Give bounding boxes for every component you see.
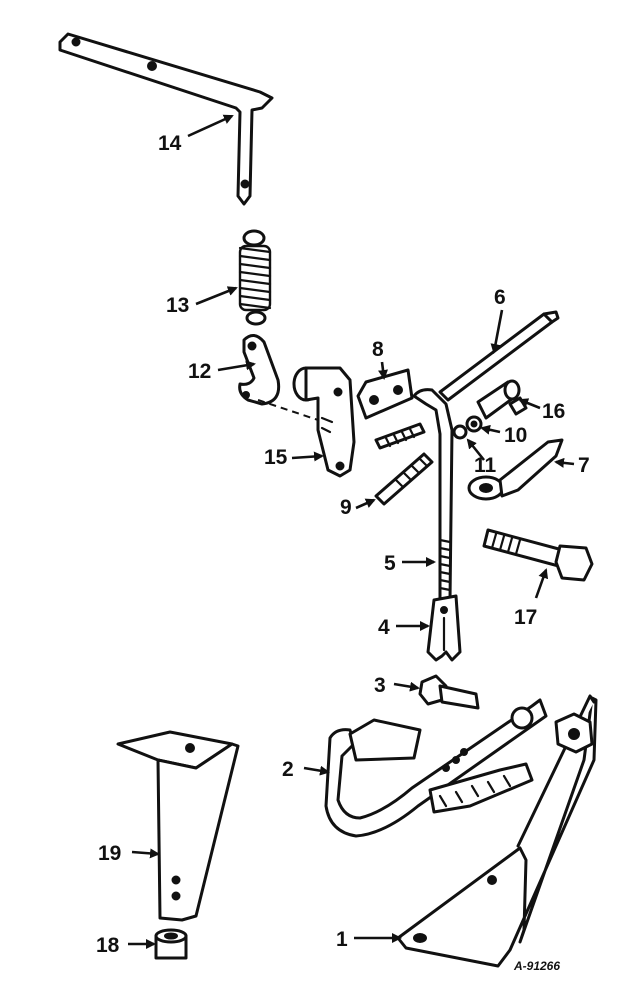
callout-16: 16	[542, 400, 565, 423]
part-8-plate	[356, 368, 414, 420]
leader-2	[303, 765, 330, 776]
leader-14	[187, 114, 234, 138]
callout-12: 12	[188, 360, 211, 383]
part-16-fitting	[476, 379, 528, 420]
part-13-spring	[238, 229, 272, 326]
part-18-bushing	[154, 928, 188, 960]
part-6-rod	[438, 310, 560, 402]
callout-17: 17	[514, 606, 537, 629]
leader-3	[393, 681, 420, 692]
stud-short	[374, 422, 426, 450]
leader-16	[518, 398, 541, 410]
part-17-bolt	[482, 528, 594, 582]
part-5-rod	[412, 388, 454, 602]
part-15-pivot-bracket	[292, 366, 356, 478]
leader-15	[291, 451, 324, 462]
callout-4: 4	[378, 616, 390, 639]
callout-8: 8	[372, 338, 384, 361]
callout-9: 9	[340, 496, 352, 519]
leader-11	[466, 438, 486, 461]
callout-13: 13	[166, 294, 189, 317]
callout-14: 14	[158, 132, 182, 155]
part-11-washer	[452, 424, 468, 440]
part-7-lever	[467, 438, 564, 501]
leader-6	[490, 309, 504, 354]
callout-7: 7	[578, 454, 590, 477]
leader-9	[355, 498, 376, 510]
leader-10	[480, 424, 501, 435]
part-14-bracket	[58, 32, 274, 206]
part-9-stud	[374, 452, 434, 506]
part-1-base-bracket	[396, 694, 598, 968]
leader-7	[554, 457, 575, 468]
leader-12	[217, 360, 256, 372]
part-2-pedal-arm	[324, 698, 548, 838]
part-19-bracket	[116, 730, 240, 922]
callout-1: 1	[336, 928, 348, 951]
leader-13	[195, 286, 238, 306]
part-10-nut	[465, 415, 483, 433]
leader-8	[378, 361, 388, 380]
callout-2: 2	[282, 758, 294, 781]
callout-11: 11	[474, 454, 497, 477]
leader-19	[131, 848, 160, 859]
callout-18: 18	[96, 934, 120, 957]
part-4-clevis	[426, 594, 462, 662]
part-12-link	[238, 334, 281, 406]
callout-10: 10	[504, 424, 527, 447]
callout-3: 3	[374, 674, 386, 697]
callout-15: 15	[264, 446, 288, 469]
callout-6: 6	[494, 286, 506, 309]
leader-17	[534, 568, 549, 599]
callout-5: 5	[384, 552, 396, 575]
part-3-bolt	[418, 674, 480, 710]
callout-19: 19	[98, 842, 121, 865]
figure-id: A-91266	[513, 959, 560, 973]
